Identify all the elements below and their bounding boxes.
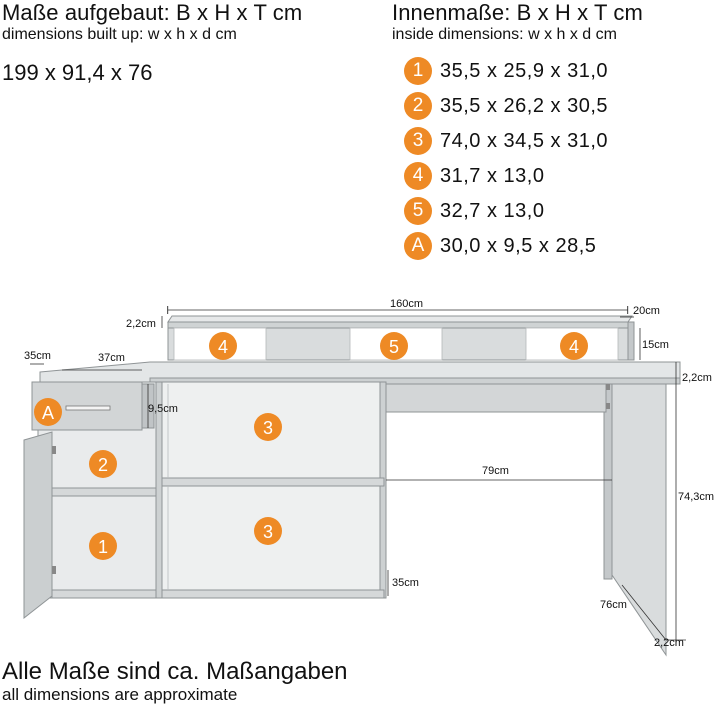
legend-value: 31,7 x 13,0 <box>440 164 545 187</box>
dimensions-heading-de: Maße aufgebaut: B x H x T cm <box>2 0 303 25</box>
number-badge: 4 <box>404 162 432 190</box>
legend-item: 1 35,5 x 25,9 x 31,0 <box>404 57 608 85</box>
legend-value: 30,0 x 9,5 x 28,5 <box>440 234 597 257</box>
number-badge: 5 <box>404 197 432 225</box>
dimension-lines <box>30 306 686 642</box>
footer-note-en: all dimensions are approximate <box>2 685 238 704</box>
legend-item: 4 31,7 x 13,0 <box>404 162 544 190</box>
inside-dimensions-heading-de: Innenmaße: B x H x T cm <box>392 0 643 25</box>
dim-width-37: 37cm <box>98 352 125 364</box>
dim-depth-76: 76cm <box>600 599 627 611</box>
dimensions-heading-en: dimensions built up: w x h x d cm <box>2 26 237 43</box>
marker-1: 1 <box>98 537 108 557</box>
marker-a: A <box>42 403 54 423</box>
right-leg <box>385 383 667 657</box>
dim-depth-35: 35cm <box>24 350 51 362</box>
dim-thickness-top: 2,2cm <box>126 318 156 330</box>
legend-value: 32,7 x 13,0 <box>440 199 545 222</box>
dim-height-15: 15cm <box>642 339 669 351</box>
dim-thickness-right: 2,2cm <box>682 372 712 384</box>
number-badge: 3 <box>404 127 432 155</box>
legend-item: 3 74,0 x 34,5 x 31,0 <box>404 127 608 155</box>
legend-item: 5 32,7 x 13,0 <box>404 197 544 225</box>
overall-dimensions: 199 x 91,4 x 76 <box>2 60 153 85</box>
marker-3-top: 3 <box>263 418 273 438</box>
letter-badge: A <box>404 232 432 260</box>
inside-dimensions-heading-en: inside dimensions: w x h x d cm <box>392 26 617 43</box>
dim-drawer-height: 9,5cm <box>148 403 178 415</box>
dim-depth-20: 20cm <box>633 305 660 317</box>
marker-5: 5 <box>389 337 399 357</box>
marker-4-right: 4 <box>569 337 579 357</box>
open-door <box>23 431 56 620</box>
marker-3-bottom: 3 <box>263 522 273 542</box>
dim-thickness-bottom: 2,2cm <box>654 637 684 649</box>
legend-value: 35,5 x 25,9 x 31,0 <box>440 59 609 82</box>
legend-item: A 30,0 x 9,5 x 28,5 <box>404 232 596 260</box>
number-badge: 1 <box>404 57 432 85</box>
compartment-markers: 4 5 4 A 3 2 3 1 <box>34 332 588 560</box>
legend-value: 74,0 x 34,5 x 31,0 <box>440 129 609 152</box>
footer-note-de: Alle Maße sind ca. Maßangaben <box>2 658 348 685</box>
dim-width-160: 160cm <box>390 298 423 310</box>
marker-4-left: 4 <box>218 337 228 357</box>
desk-top <box>39 361 681 385</box>
dim-shelf-35: 35cm <box>392 577 419 589</box>
legend-item: 2 35,5 x 26,2 x 30,5 <box>404 92 608 120</box>
dim-legroom-79: 79cm <box>482 465 509 477</box>
number-badge: 2 <box>404 92 432 120</box>
marker-2: 2 <box>98 455 108 475</box>
legend-value: 35,5 x 26,2 x 30,5 <box>440 94 609 117</box>
dim-height-743: 74,3cm <box>678 491 714 503</box>
